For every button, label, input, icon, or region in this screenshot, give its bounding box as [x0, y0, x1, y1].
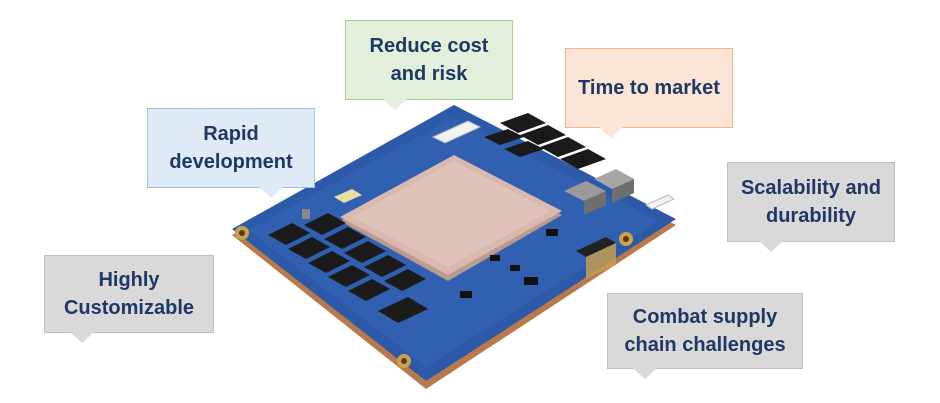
pcb-illustration [232, 105, 676, 389]
callout-rapid-development: Rapid development [147, 108, 315, 188]
dip-switch [334, 189, 362, 203]
power-inductors [564, 169, 634, 215]
callout-highly-customizable: Highly Customizable [44, 255, 214, 333]
callout-text: Combat supply chain challenges [624, 306, 786, 356]
callout-text: Scalability and durability [740, 177, 882, 227]
pin-header [576, 237, 616, 279]
callout-text: Rapid development [169, 123, 293, 173]
callout-tail [599, 127, 623, 138]
callout-tail [633, 368, 657, 379]
callout-text: Highly Customizable [63, 269, 195, 319]
callout-text: Reduce cost and risk [369, 35, 489, 85]
callout-tail [383, 99, 407, 110]
white-connector-right [644, 194, 676, 210]
callout-time-to-market: Time to market [565, 48, 733, 128]
white-connector-top [431, 120, 482, 144]
memory-chips-bottom [268, 213, 428, 323]
callout-text: Time to market [578, 77, 720, 99]
callout-tail [759, 241, 783, 252]
callout-tail [259, 187, 283, 198]
callout-reduce-cost-and-risk: Reduce cost and risk [345, 20, 513, 100]
memory-chips-top [484, 113, 606, 169]
system-on-module-board-image [228, 105, 680, 395]
small-components [302, 209, 558, 298]
callout-combat-supply-chain: Combat supply chain challenges [607, 293, 803, 369]
callout-scalability-and-durability: Scalability and durability [727, 162, 895, 242]
callout-tail [70, 332, 94, 343]
